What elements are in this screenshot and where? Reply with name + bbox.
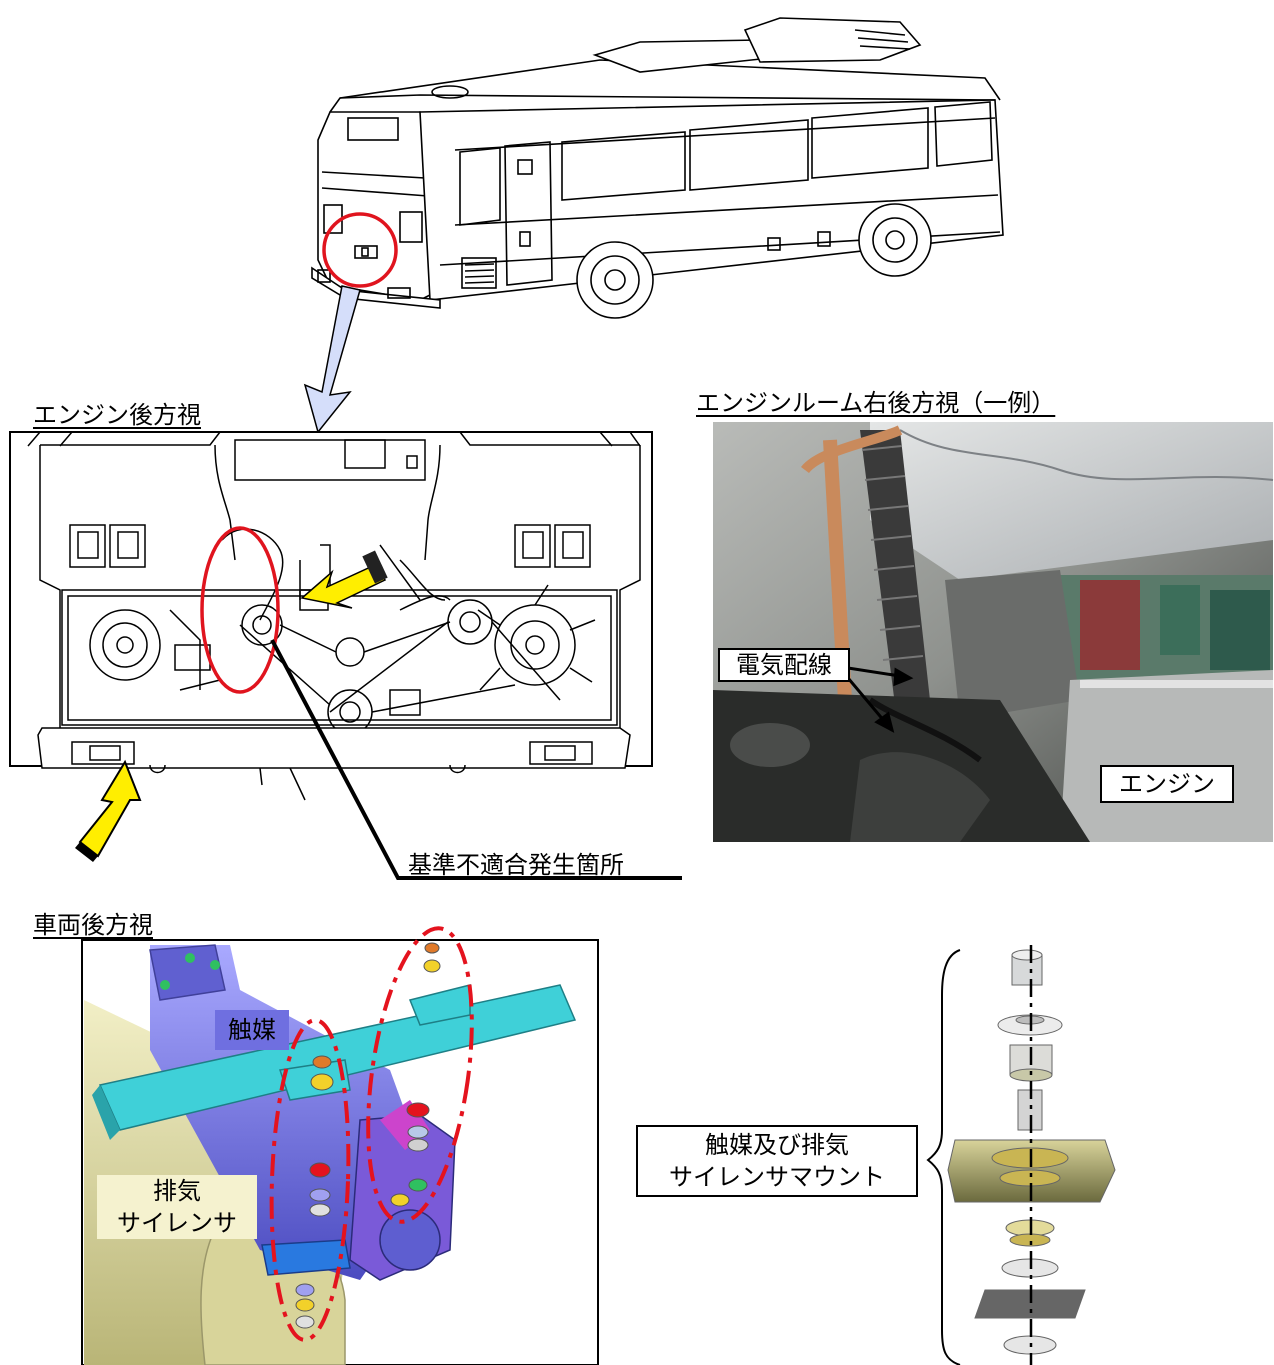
- view-pointer-arrow: [303, 285, 361, 434]
- mount-label-line1: 触媒及び排気: [705, 1131, 849, 1159]
- mount-label-line2: サイレンサマウント: [669, 1163, 885, 1191]
- silencer-label-line2: サイレンサ: [117, 1209, 237, 1237]
- engine-label: エンジン: [1100, 765, 1234, 803]
- nonconformity-ellipse: [200, 526, 280, 694]
- nonconformity-location-label: 基準不適合発生箇所: [408, 851, 624, 879]
- engine-room-view-title: エンジンルーム右後方視（一例）: [696, 389, 1056, 417]
- view-direction-arrow: [78, 759, 142, 858]
- engine-rear-view-title: エンジン後方視: [33, 401, 201, 429]
- silencer-label: 排気 サイレンサ: [97, 1175, 257, 1239]
- vehicle-rear-view-title: 車両後方視: [33, 911, 153, 939]
- silencer-label-line1: 排気: [153, 1177, 201, 1205]
- electrical-wiring-label: 電気配線: [718, 648, 850, 682]
- bus-illustration: [311, 17, 1004, 319]
- catalyst-label: 触媒: [215, 1010, 289, 1050]
- engine-rear-view-drawing: [9, 431, 653, 801]
- wiring-pointer-arrows: [846, 666, 914, 733]
- leader-line: [270, 639, 682, 880]
- mount-exploded-view: [926, 945, 1116, 1365]
- mount-label: 触媒及び排気 サイレンサマウント: [636, 1125, 918, 1197]
- mount-highlight-ellipses: [269, 926, 474, 1342]
- exhaust-cad-view: [81, 926, 599, 1365]
- nonconformity-circle-on-bus: [322, 212, 398, 288]
